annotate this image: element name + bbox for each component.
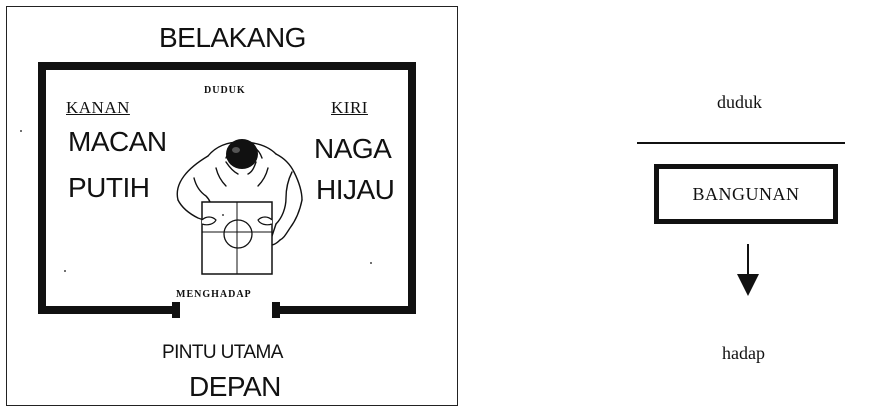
door-jamb-left [172,302,180,318]
scan-speck [20,130,22,132]
back-line [637,142,845,144]
white-tiger-label-line2: PUTIH [68,172,150,203]
front-label: DEPAN [189,371,281,402]
feng-shui-diagram-frame [6,6,458,406]
green-dragon-label-line2: HIJAU [316,174,395,205]
main-door-opening [172,300,280,320]
right-side-label: KANAN [66,98,130,117]
main-door-label: PINTU UTAMA [162,342,283,363]
building-label: BANGUNAN [692,183,800,204]
back-label: BELAKANG [159,22,306,53]
seated-person-desk-illustration [176,139,303,275]
left-side-label: KIRI [331,98,368,117]
door-jamb-right [272,302,280,318]
facing-arrow-icon [737,244,759,296]
scan-speck [64,270,66,272]
green-dragon-label-line1: NAGA [314,133,392,164]
building-box: BANGUNAN [654,164,838,224]
sit-label: DUDUK [204,85,246,96]
scan-speck [370,262,372,264]
facing-label: MENGHADAP [176,289,252,300]
sit-label-small: duduk [717,92,762,112]
facing-label-small: hadap [722,343,765,363]
white-tiger-label-line1: MACAN [68,126,167,157]
scan-speck [222,214,224,216]
